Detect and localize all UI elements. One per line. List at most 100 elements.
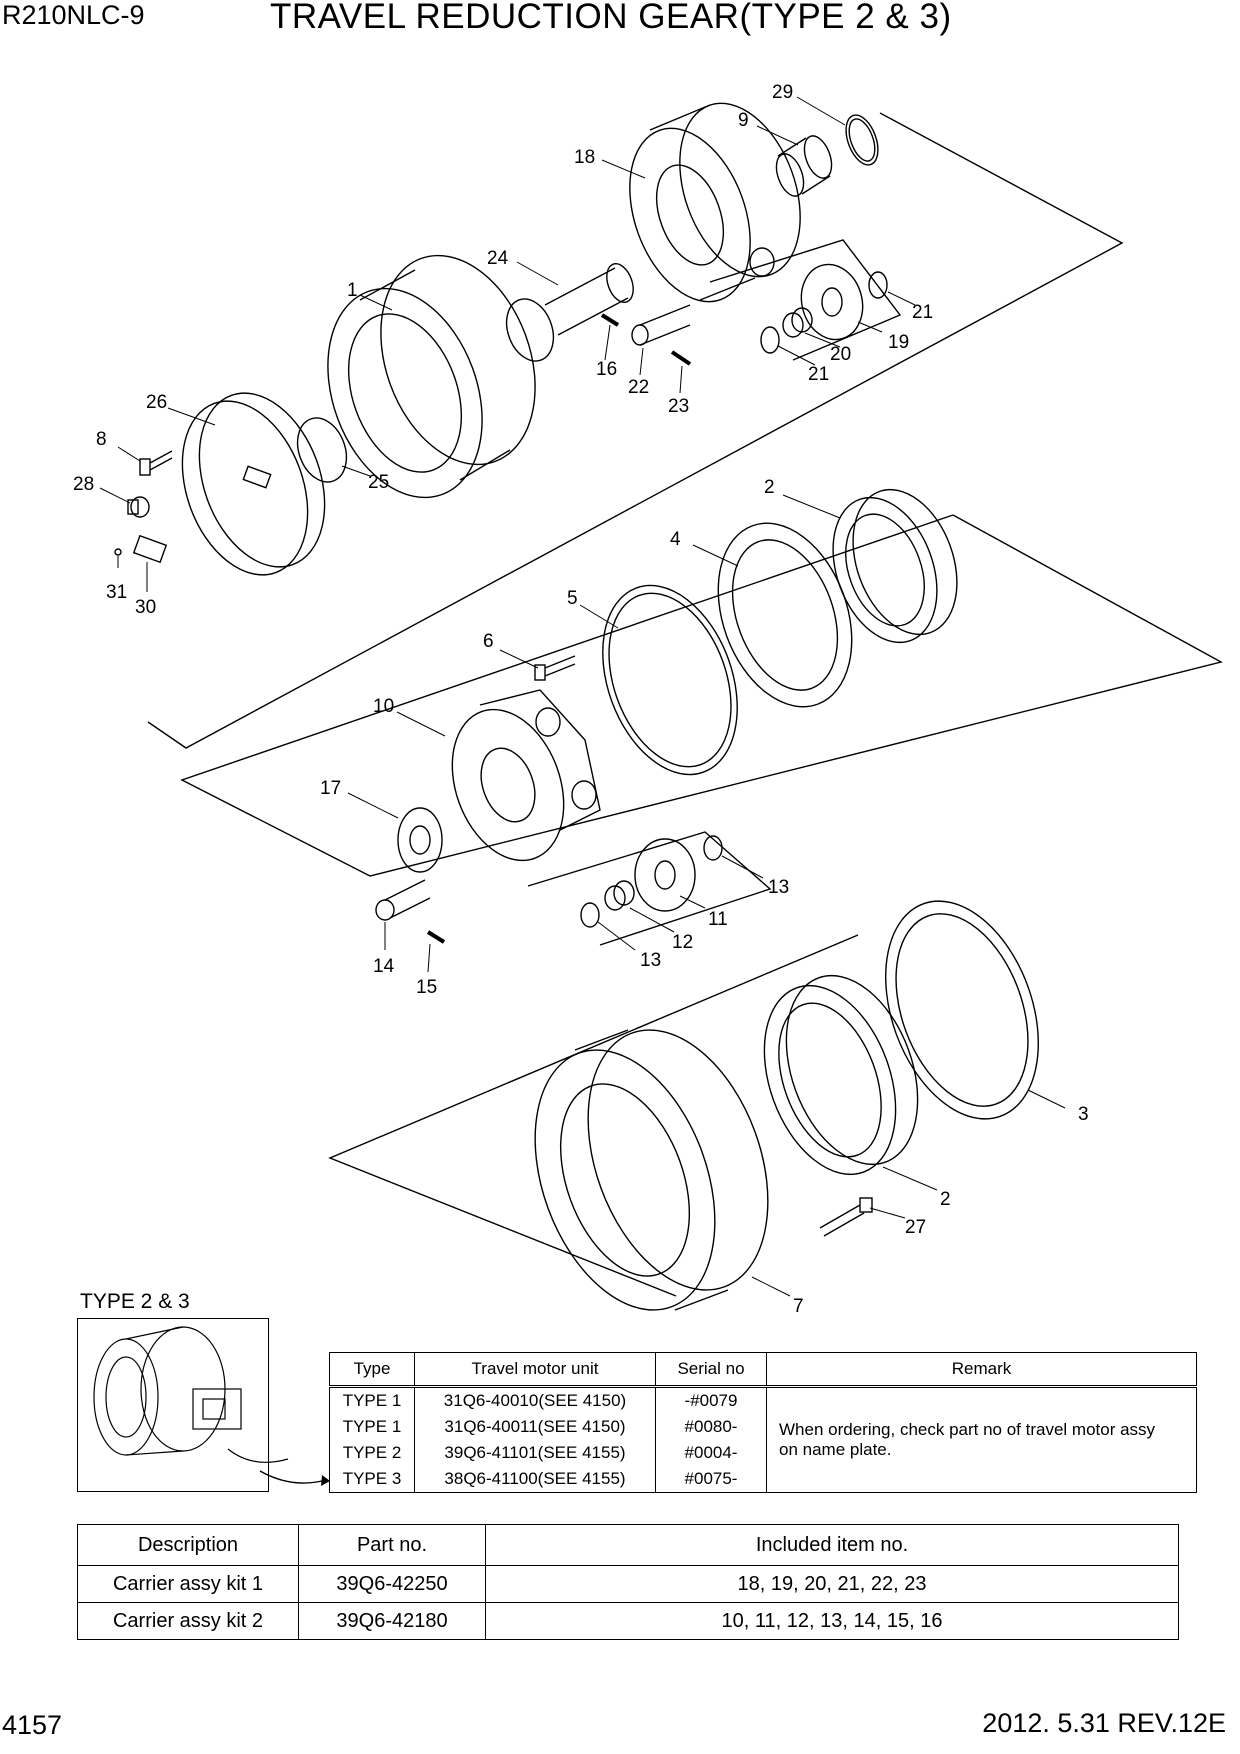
part-15-pin [426,930,446,944]
part-10-carrier [451,689,601,862]
part-no-cell: 39Q6-42180 [298,1602,486,1640]
part-11-planet-gear [634,838,696,912]
table-row: Carrier assy kit 1 39Q6-42250 18, 19, 20… [77,1565,1179,1603]
part-24-shaft [505,263,634,362]
unit-cell: 31Q6-40011(SEE 4150) [414,1414,656,1440]
table-row: TYPE 1 31Q6-40011(SEE 4150) #0080- [329,1414,1197,1440]
header-description: Description [77,1524,299,1566]
callout-31: 31 [106,582,127,603]
part-1-ring-gear [327,254,536,499]
part-18-carrier [629,102,801,303]
callout-3: 3 [1078,1104,1089,1125]
revision-date: 2012. 5.31 REV.12E [982,1708,1226,1738]
callout-4: 4 [670,529,681,550]
callout-8: 8 [96,429,107,450]
description-cell: Carrier assy kit 2 [77,1602,299,1640]
callout-26: 26 [146,392,167,413]
part-30-name-plate [132,534,168,564]
remark-cell: When ordering, check part no of travel m… [766,1386,1197,1493]
serial-cell: #0075- [655,1466,767,1493]
part-17-planet-gear [397,807,443,873]
table-row: TYPE 3 38Q6-41100(SEE 4155) #0075- [329,1466,1197,1493]
header-serial-no: Serial no [655,1352,767,1388]
part-no-cell: 39Q6-42250 [298,1565,486,1603]
type-cell: TYPE 1 [329,1414,415,1440]
part-2-bearing-upper [832,488,958,644]
callout-22: 22 [628,377,649,398]
part-9-bushing [775,135,833,197]
remark-line-2: on name plate. [779,1440,892,1459]
header-included-items: Included item no. [485,1524,1179,1566]
part-22-pin [631,304,691,346]
assembly-outline-middle [180,514,1223,877]
type-cell: TYPE 1 [329,1386,415,1414]
callout-23: 23 [668,396,689,417]
page-number: 4157 [2,1710,63,1740]
assembly-thumbnail-drawing [93,1326,289,1463]
part-29-snap-ring [845,114,879,166]
part-6-bolt [534,655,576,681]
included-items-cell: 18, 19, 20, 21, 22, 23 [485,1565,1179,1603]
callout-5: 5 [567,588,578,609]
assembly-outline-upper [147,112,1124,749]
part-21-thrust-washer-b [868,271,888,299]
callout-1: 1 [347,280,358,301]
part-28-plug [127,496,150,518]
callout-15: 15 [416,977,437,998]
unit-cell: 39Q6-41101(SEE 4155) [414,1440,656,1466]
callout-10: 10 [373,696,394,717]
assembly-thumbnail [77,1318,289,1492]
type-cell: TYPE 3 [329,1466,415,1493]
unit-cell: 38Q6-41100(SEE 4155) [414,1466,656,1493]
description-cell: Carrier assy kit 1 [77,1565,299,1603]
callout-6: 6 [483,631,494,652]
table-row: TYPE 1 31Q6-40010(SEE 4150) -#0079 When … [329,1386,1197,1493]
part-19-planet-gear [800,263,864,341]
callout-19: 19 [888,332,909,353]
callout-24: 24 [487,248,509,269]
callout-2-b: 2 [940,1189,951,1210]
serial-cell: -#0079 [655,1386,767,1414]
unit-cell: 31Q6-40010(SEE 4150) [414,1386,656,1414]
header-type: Type [329,1352,415,1388]
part-16-pin [600,313,620,327]
callout-2-a: 2 [764,477,775,498]
remark-line-1: When ordering, check part no of travel m… [779,1420,1156,1439]
type-section-label: TYPE 2 & 3 [80,1290,190,1313]
part-31-rivet [114,548,122,556]
callout-9: 9 [738,110,749,131]
callout-7: 7 [793,1296,804,1317]
page-title: TRAVEL REDUCTION GEAR(TYPE 2 & 3) [270,0,952,36]
type-table: Type Travel motor unit Serial no Remark … [329,1352,1197,1493]
callout-13-a: 13 [768,877,789,898]
part-4-seal-ring [717,522,853,708]
part-5-gasket [602,584,738,776]
part-25-cap [296,417,348,483]
leader-lines [99,96,1066,1297]
callout-17: 17 [320,778,341,799]
callout-21-a: 21 [912,302,933,323]
type-table-header: Type Travel motor unit Serial no Remark [329,1352,1197,1388]
header-part-no: Part no. [298,1524,486,1566]
part-20-needle-bearing [782,307,813,338]
part-12-needle-bearing [604,880,635,911]
model-number: R210NLC-9 [2,0,145,30]
table-row: TYPE 2 39Q6-41101(SEE 4155) #0004- [329,1440,1197,1466]
callout-11: 11 [708,909,728,930]
serial-cell: #0004- [655,1440,767,1466]
part-23-pin [670,350,692,366]
callout-16: 16 [596,359,617,380]
callout-25: 25 [368,472,389,493]
part-8-bolt [139,450,173,476]
exploded-parts-diagram: 29 9 18 24 1 16 22 23 21 20 21 19 26 8 2… [73,82,1223,1317]
callout-labels: 29 9 18 24 1 16 22 23 21 20 21 19 26 8 2… [73,82,1089,1317]
part-14-pin [375,879,431,921]
part-27-bolt [819,1197,873,1237]
part-21-thrust-washer-a [760,326,780,354]
part-13-thrust-washer-a [580,902,600,928]
callout-30: 30 [135,597,156,618]
kit-table-header: Description Part no. Included item no. [77,1524,1179,1566]
header-remark: Remark [766,1352,1197,1388]
assembly-outline-lower [328,934,859,1297]
header-travel-motor-unit: Travel motor unit [414,1352,656,1388]
